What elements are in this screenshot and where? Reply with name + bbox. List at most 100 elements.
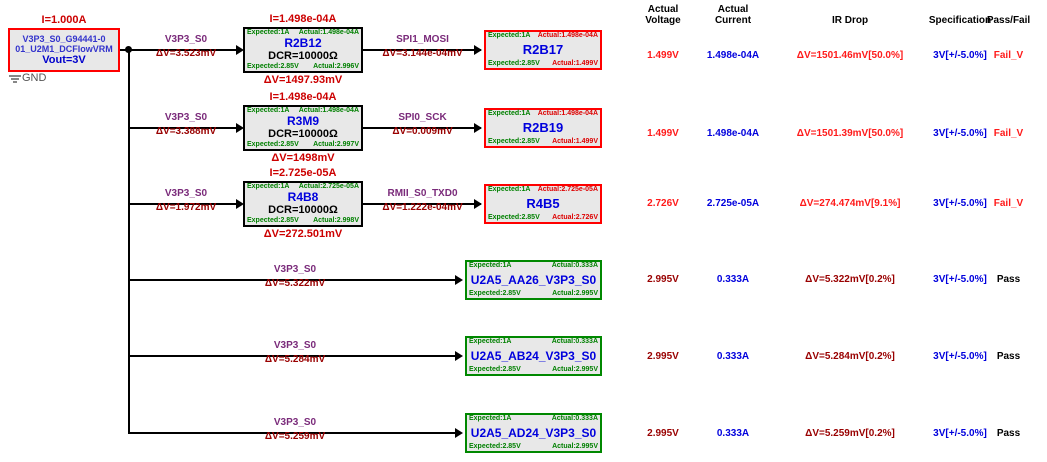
main-vertical-bus [128,49,130,434]
pin-name-4: U2A5_AA26_V3P3_S0 [470,273,597,287]
input-segment-6: V3P3_S0 ΔV=5.259mV [190,417,400,443]
branch-arrow-3 [236,199,244,209]
pin-expected-current-1: Expected:1A [488,32,531,39]
header-specification: Specification [928,15,992,26]
cell-pass-fail-6: Pass [996,428,1021,439]
header-actual-current-line2: Current [714,15,752,26]
output-net-label-2: SPI0_SCK [398,112,447,123]
branch-arrow-2 [236,123,244,133]
pin-expected-current-3: Expected:1A [488,186,531,193]
branch-arrow-1 [236,45,244,55]
component-block-2[interactable]: Expected:1A Actual:1.498e-04A R3M9 DCR=1… [243,105,363,151]
pin-actual-voltage-6: Actual:2.995V [552,443,598,450]
component-expected-voltage-3: Expected:2.85V [247,217,299,224]
component-name-1: R2B12 [284,36,322,50]
cell-current-1: 1.498e-04A [706,50,760,61]
pin-actual-current-3: Actual:2.725e-05A [537,186,598,193]
source-name-line2: 01_U2M1_DCFlowVRM [15,44,113,54]
mid-wire-1 [363,49,481,51]
input-segment-4: V3P3_S0 ΔV=5.322mV [190,264,400,290]
component-expected-voltage-2: Expected:2.85V [247,141,299,148]
output-dv-label-1: ΔV=3.144e-04mV [382,48,463,59]
cell-voltage-6: 2.995V [647,428,679,439]
component-mid-3: R4B8 DCR=10000Ω [245,191,361,217]
pin-actual-voltage-2: Actual:1.499V [552,138,598,145]
branch-wire-6 [128,432,461,434]
source-vout: Vout=3V [42,54,86,66]
header-actual-current: Actual Current [693,4,773,26]
pin-voltage-row-3: Expected:2.85V Actual:2.726V [486,214,600,222]
gnd-icon [9,75,21,83]
branch-arrow-6 [455,428,463,438]
branch-arrow-4 [455,275,463,285]
component-mid-2: R3M9 DCR=10000Ω [245,115,361,141]
cell-pass-fail-3: Fail_V [993,198,1024,209]
results-table: Actual Voltage Actual Current IR Drop Sp… [615,0,1047,462]
pin-node-1[interactable]: Expected:1A Actual:1.498e-04A R2B17 Expe… [484,30,602,70]
cell-current-2: 1.498e-04A [706,128,760,139]
mid-wire-2 [363,127,481,129]
output-segment-1: SPI1_MOSI ΔV=3.144e-04mV [365,34,480,60]
header-ir-drop: IR Drop [831,15,869,26]
component-expected-voltage-row-1: Expected:2.85V Actual:2.996V [245,63,361,71]
component-actual-voltage-1: Actual:2.996V [313,63,359,70]
component-dcr-2: DCR=10000Ω [268,128,338,140]
component-actual-current-1: Actual:1.498e-04A [298,29,359,36]
output-dv-label-3: ΔV=1.222e-04mV [382,202,463,213]
component-actual-voltage-3: Actual:2.998V [313,217,359,224]
mid-arrow-2 [474,123,482,133]
cell-current-3: 2.725e-05A [706,198,760,209]
branch-wire-4 [128,279,461,281]
component-expected-current-3: Expected:1A [247,183,290,190]
cell-pass-fail-2: Fail_V [993,128,1024,139]
component-block-3[interactable]: Expected:1A Actual:2.725e-05A R4B8 DCR=1… [243,181,363,227]
component-expected-voltage-row-2: Expected:2.85V Actual:2.997V [245,141,361,149]
component-mid-1: R2B12 DCR=10000Ω [245,37,361,63]
pin-node-6[interactable]: Expected:1A Actual:0.333A U2A5_AD24_V3P3… [465,413,602,453]
pin-node-2[interactable]: Expected:1A Actual:1.498e-04A R2B19 Expe… [484,108,602,148]
output-segment-2: SPI0_SCK ΔV=0.009mV [365,112,480,138]
cell-ir-drop-6: ΔV=5.259mV[0.2%] [805,428,895,439]
cell-spec-5: 3V[+/-5.0%] [933,351,987,362]
cell-voltage-2: 1.499V [647,128,679,139]
cell-pass-fail-5: Pass [996,351,1021,362]
cell-ir-drop-5: ΔV=5.284mV[0.2%] [805,351,895,362]
component-expected-current-row-2: Expected:1A Actual:1.498e-04A [245,107,361,115]
cell-voltage-4: 2.995V [647,274,679,285]
pin-node-3[interactable]: Expected:1A Actual:2.725e-05A R4B5 Expec… [484,184,602,224]
pin-node-5[interactable]: Expected:1A Actual:0.333A U2A5_AB24_V3P3… [465,336,602,376]
source-current-label: I=1.000A [41,14,87,26]
cell-spec-3: 3V[+/-5.0%] [933,198,987,209]
mid-arrow-1 [474,45,482,55]
pin-actual-current-1: Actual:1.498e-04A [537,32,598,39]
pin-expected-voltage-4: Expected:2.85V [469,290,521,297]
cell-current-6: 0.333A [716,428,750,439]
component-block-1[interactable]: Expected:1A Actual:1.498e-04A R2B12 DCR=… [243,27,363,73]
comp-current-top-3: I=2.725e-05A [269,167,337,179]
pin-expected-current-2: Expected:1A [488,110,531,117]
pin-current-row-4: Expected:1A Actual:0.333A [467,262,600,270]
pin-node-4[interactable]: Expected:1A Actual:0.333A U2A5_AA26_V3P3… [465,260,602,300]
mid-wire-3 [363,203,481,205]
pin-actual-current-2: Actual:1.498e-04A [537,110,598,117]
mid-arrow-3 [474,199,482,209]
source-vrm-node[interactable]: V3P3_S0_G94441-0 01_U2M1_DCFlowVRM Vout=… [8,28,120,72]
branch-wire-3 [128,203,241,205]
input-dv-label-4: ΔV=5.322mV [264,278,326,289]
input-dv-label-1: ΔV=3.523mV [155,48,217,59]
input-net-label-4: V3P3_S0 [273,264,317,275]
cell-ir-drop-4: ΔV=5.322mV[0.2%] [805,274,895,285]
component-dcr-1: DCR=10000Ω [268,50,338,62]
pin-actual-voltage-4: Actual:2.995V [552,290,598,297]
pin-actual-voltage-1: Actual:1.499V [552,60,598,67]
cell-pass-fail-4: Pass [996,274,1021,285]
pin-voltage-row-5: Expected:2.85V Actual:2.995V [467,366,600,374]
input-net-label-6: V3P3_S0 [273,417,317,428]
component-dv-2: ΔV=1498mV [271,152,335,164]
pin-name-1: R2B17 [522,42,564,57]
header-actual-current-line1: Actual [717,4,749,15]
pin-name-2: R2B19 [522,120,564,135]
pin-current-row-1: Expected:1A Actual:1.498e-04A [486,32,600,40]
pin-actual-current-4: Actual:0.333A [551,262,598,269]
pin-expected-voltage-5: Expected:2.85V [469,366,521,373]
